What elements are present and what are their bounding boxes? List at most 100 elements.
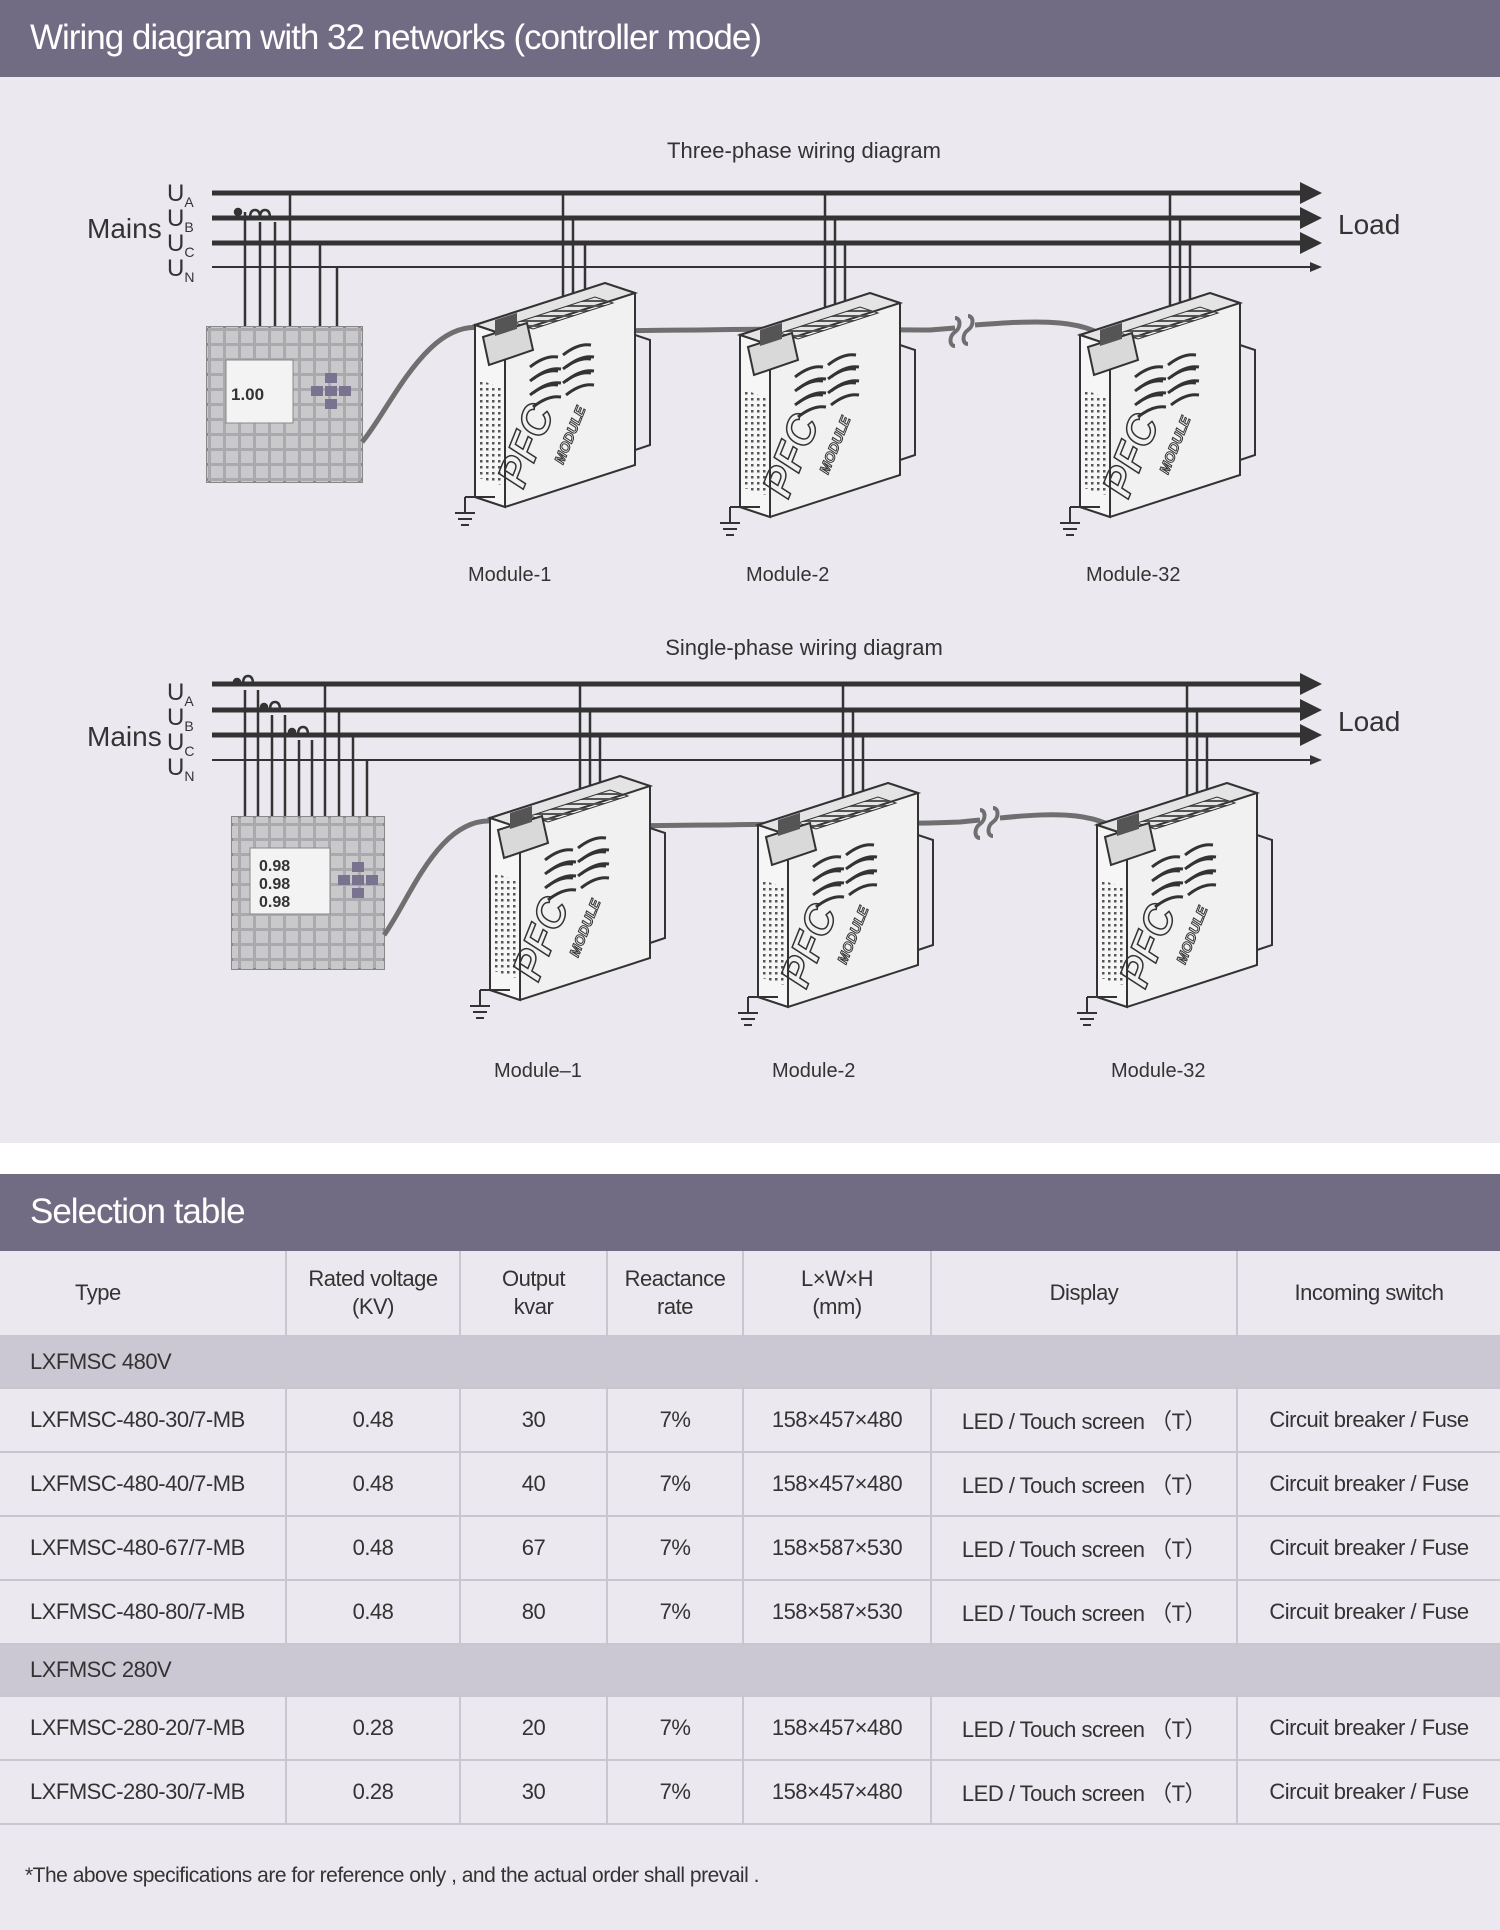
phase-labels: UA UB UC UN [167, 679, 194, 784]
cell-display: LED / Touch screen （T） [930, 1516, 1237, 1581]
cell-dimensions: 158×457×480 [742, 1452, 931, 1517]
controller-display-value: 1.00 [231, 385, 264, 404]
phase-labels: UA UB UC UN [167, 180, 194, 285]
cell-output: 20 [459, 1696, 607, 1761]
cell-display: LED / Touch screen （T） [930, 1760, 1237, 1825]
power-factor-controller: 0.98 0.98 0.98 [231, 816, 385, 970]
cell-reactance: 7% [606, 1580, 743, 1645]
cell-type: LXFMSC-280-20/7-MB [0, 1696, 286, 1761]
power-factor-controller: 1.00 [206, 326, 363, 483]
cable-break-mark [948, 314, 975, 348]
cell-type: LXFMSC-480-80/7-MB [0, 1580, 286, 1645]
cell-reactance: 7% [606, 1696, 743, 1761]
module-label-32: Module-32 [1111, 1060, 1206, 1082]
cell-display: LED / Touch screen （T） [930, 1452, 1237, 1517]
cable-break-mark [973, 806, 1000, 840]
cell-display: LED / Touch screen （T） [930, 1580, 1237, 1645]
cell-incoming-switch: Circuit breaker / Fuse [1236, 1696, 1500, 1761]
cell-incoming-switch: Circuit breaker / Fuse [1236, 1452, 1500, 1517]
load-label: Load [1338, 209, 1400, 240]
cell-reactance: 7% [606, 1388, 743, 1453]
cell-dimensions: 158×587×530 [742, 1580, 931, 1645]
cell-output: 67 [459, 1516, 607, 1581]
section-gap [0, 1143, 1500, 1174]
svg-text:UB: UB [167, 704, 194, 734]
table-section-title: Selection table [30, 1192, 246, 1231]
single-phase-title: Single-phase wiring diagram [665, 635, 943, 660]
controller-wires [233, 193, 339, 328]
cell-dimensions: 158×457×480 [742, 1760, 931, 1825]
cell-display: LED / Touch screen （T） [930, 1388, 1237, 1453]
cell-output: 30 [459, 1388, 607, 1453]
cell-type: LXFMSC-480-40/7-MB [0, 1452, 286, 1517]
cell-rated-voltage: 0.48 [285, 1452, 460, 1517]
cell-reactance: 7% [606, 1760, 743, 1825]
col-header-dimensions: L×W×H(mm) [742, 1251, 931, 1337]
cell-reactance: 7% [606, 1452, 743, 1517]
load-label: Load [1338, 706, 1400, 737]
cell-type: LXFMSC-480-67/7-MB [0, 1516, 286, 1581]
cell-rated-voltage: 0.28 [285, 1760, 460, 1825]
footnote: *The above specifications are for refere… [25, 1864, 759, 1887]
mains-label: Mains [87, 213, 162, 244]
controller-display-value-2: 0.98 [259, 876, 290, 893]
table-section-header: Selection table [0, 1174, 1500, 1251]
cell-output: 40 [459, 1452, 607, 1517]
controller-wires [232, 674, 369, 818]
col-header-display: Display [930, 1251, 1237, 1337]
group-label: LXFMSC 280V [0, 1644, 1500, 1697]
svg-text:UB: UB [167, 205, 194, 235]
three-phase-title: Three-phase wiring diagram [667, 138, 941, 163]
module-label-32: Module-32 [1086, 564, 1181, 586]
cell-dimensions: 158×457×480 [742, 1696, 931, 1761]
table-group-row: LXFMSC 480V [0, 1336, 1500, 1389]
controller-display-value-3: 0.98 [259, 894, 290, 911]
three-phase-diagram: Three-phase wiring diagram Mains Load UA… [87, 138, 1400, 586]
col-header-type: Type [0, 1251, 286, 1337]
module-label-1: Module-1 [468, 564, 551, 586]
cell-reactance: 7% [606, 1516, 743, 1581]
cell-dimensions: 158×587×530 [742, 1516, 931, 1581]
svg-text:UA: UA [167, 679, 194, 709]
cell-incoming-switch: Circuit breaker / Fuse [1236, 1580, 1500, 1645]
cell-output: 30 [459, 1760, 607, 1825]
cell-rated-voltage: 0.28 [285, 1696, 460, 1761]
table-group-row: LXFMSC 280V [0, 1644, 1500, 1697]
cell-dimensions: 158×457×480 [742, 1388, 931, 1453]
busbars [212, 182, 1322, 272]
cell-output: 80 [459, 1580, 607, 1645]
cell-display: LED / Touch screen （T） [930, 1696, 1237, 1761]
group-label: LXFMSC 480V [0, 1336, 1500, 1389]
cell-rated-voltage: 0.48 [285, 1388, 460, 1453]
diagram-section-title: Wiring diagram with 32 networks (control… [30, 18, 762, 57]
svg-text:UC: UC [167, 230, 194, 260]
module-label-2: Module-2 [746, 564, 829, 586]
svg-text:UN: UN [167, 754, 194, 784]
module-label-2: Module-2 [772, 1060, 855, 1082]
cell-incoming-switch: Circuit breaker / Fuse [1236, 1516, 1500, 1581]
cell-incoming-switch: Circuit breaker / Fuse [1236, 1388, 1500, 1453]
diagram-section-header: Wiring diagram with 32 networks (control… [0, 0, 1500, 77]
wiring-diagrams: Three-phase wiring diagram Mains Load UA… [87, 138, 1400, 1082]
svg-text:UN: UN [167, 255, 194, 285]
svg-text:UC: UC [167, 729, 194, 759]
cell-rated-voltage: 0.48 [285, 1580, 460, 1645]
cell-type: LXFMSC-280-30/7-MB [0, 1760, 286, 1825]
svg-text:UA: UA [167, 180, 194, 210]
module-label-1: Module–1 [494, 1060, 582, 1082]
cell-incoming-switch: Circuit breaker / Fuse [1236, 1760, 1500, 1825]
